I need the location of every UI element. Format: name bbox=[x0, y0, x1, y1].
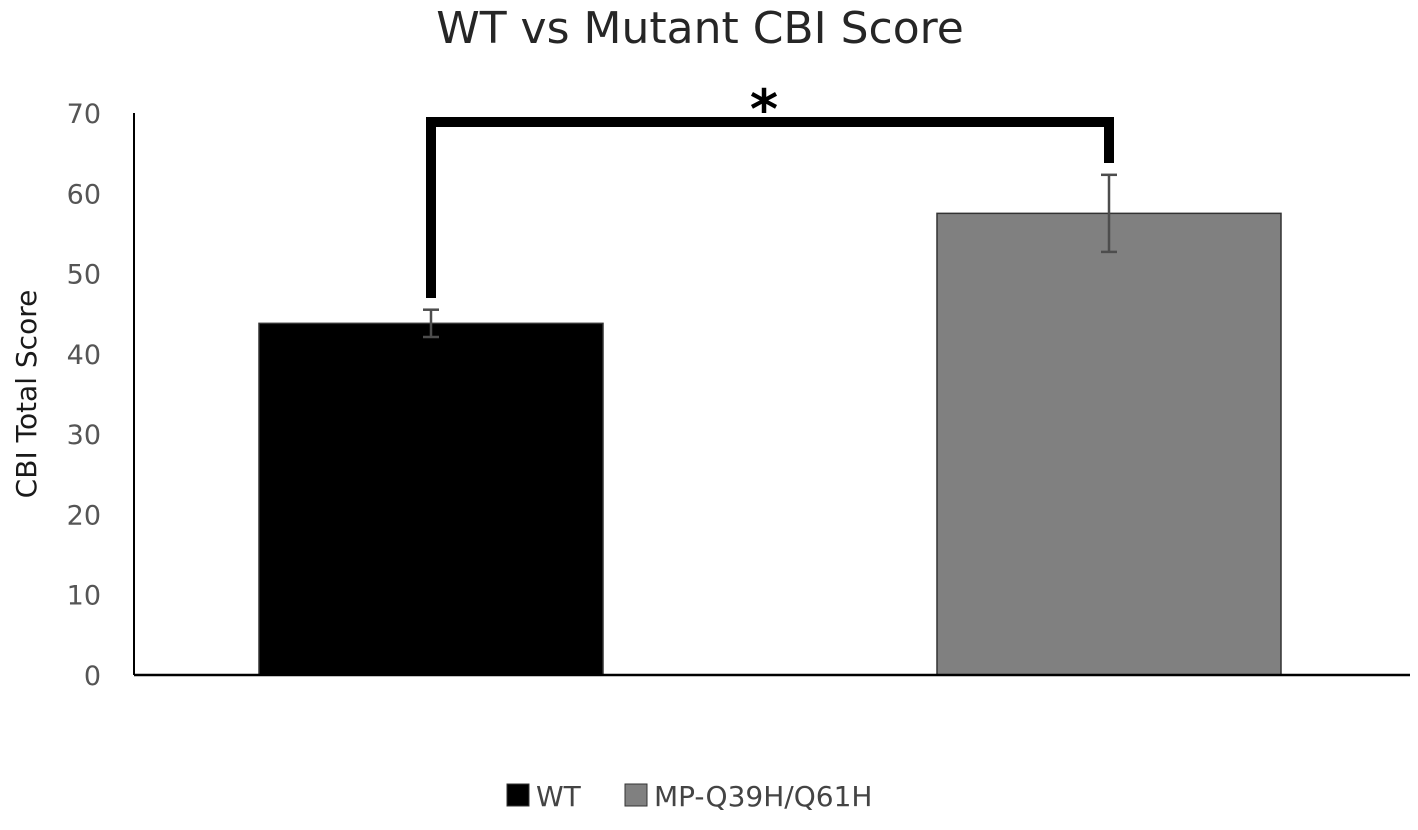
error-bar bbox=[1101, 173, 1117, 254]
y-axis-ticks: 0 10 20 30 40 50 60 70 bbox=[67, 99, 101, 692]
bar-wt bbox=[258, 322, 604, 676]
y-axis-label: CBI Total Score bbox=[10, 290, 43, 499]
y-tick-label: 50 bbox=[67, 260, 101, 291]
legend-item: WT bbox=[506, 780, 582, 813]
error-bar bbox=[423, 308, 439, 339]
legend-swatch bbox=[624, 783, 648, 807]
y-tick-label: 10 bbox=[67, 581, 101, 612]
y-tick-label: 0 bbox=[84, 661, 101, 692]
legend-label: WT bbox=[536, 780, 582, 813]
y-tick-label: 40 bbox=[67, 340, 101, 371]
error-bars-group bbox=[423, 173, 1117, 339]
y-tick-label: 60 bbox=[67, 179, 101, 210]
significance-star: * bbox=[750, 78, 778, 141]
y-tick-label: 70 bbox=[67, 99, 101, 130]
legend-label: MP-Q39H/Q61H bbox=[654, 780, 872, 813]
chart-title: WT vs Mutant CBI Score bbox=[436, 3, 964, 54]
bars-group bbox=[258, 212, 1282, 676]
legend: WT MP-Q39H/Q61H bbox=[506, 780, 872, 813]
bar-mp-q39h-q61h bbox=[936, 212, 1282, 676]
y-tick-label: 20 bbox=[67, 500, 101, 531]
significance-bracket-line bbox=[426, 117, 1114, 298]
significance-bracket-group: * bbox=[426, 78, 1114, 298]
legend-swatch bbox=[506, 783, 530, 807]
y-tick-label: 30 bbox=[67, 420, 101, 451]
legend-item: MP-Q39H/Q61H bbox=[624, 780, 872, 813]
